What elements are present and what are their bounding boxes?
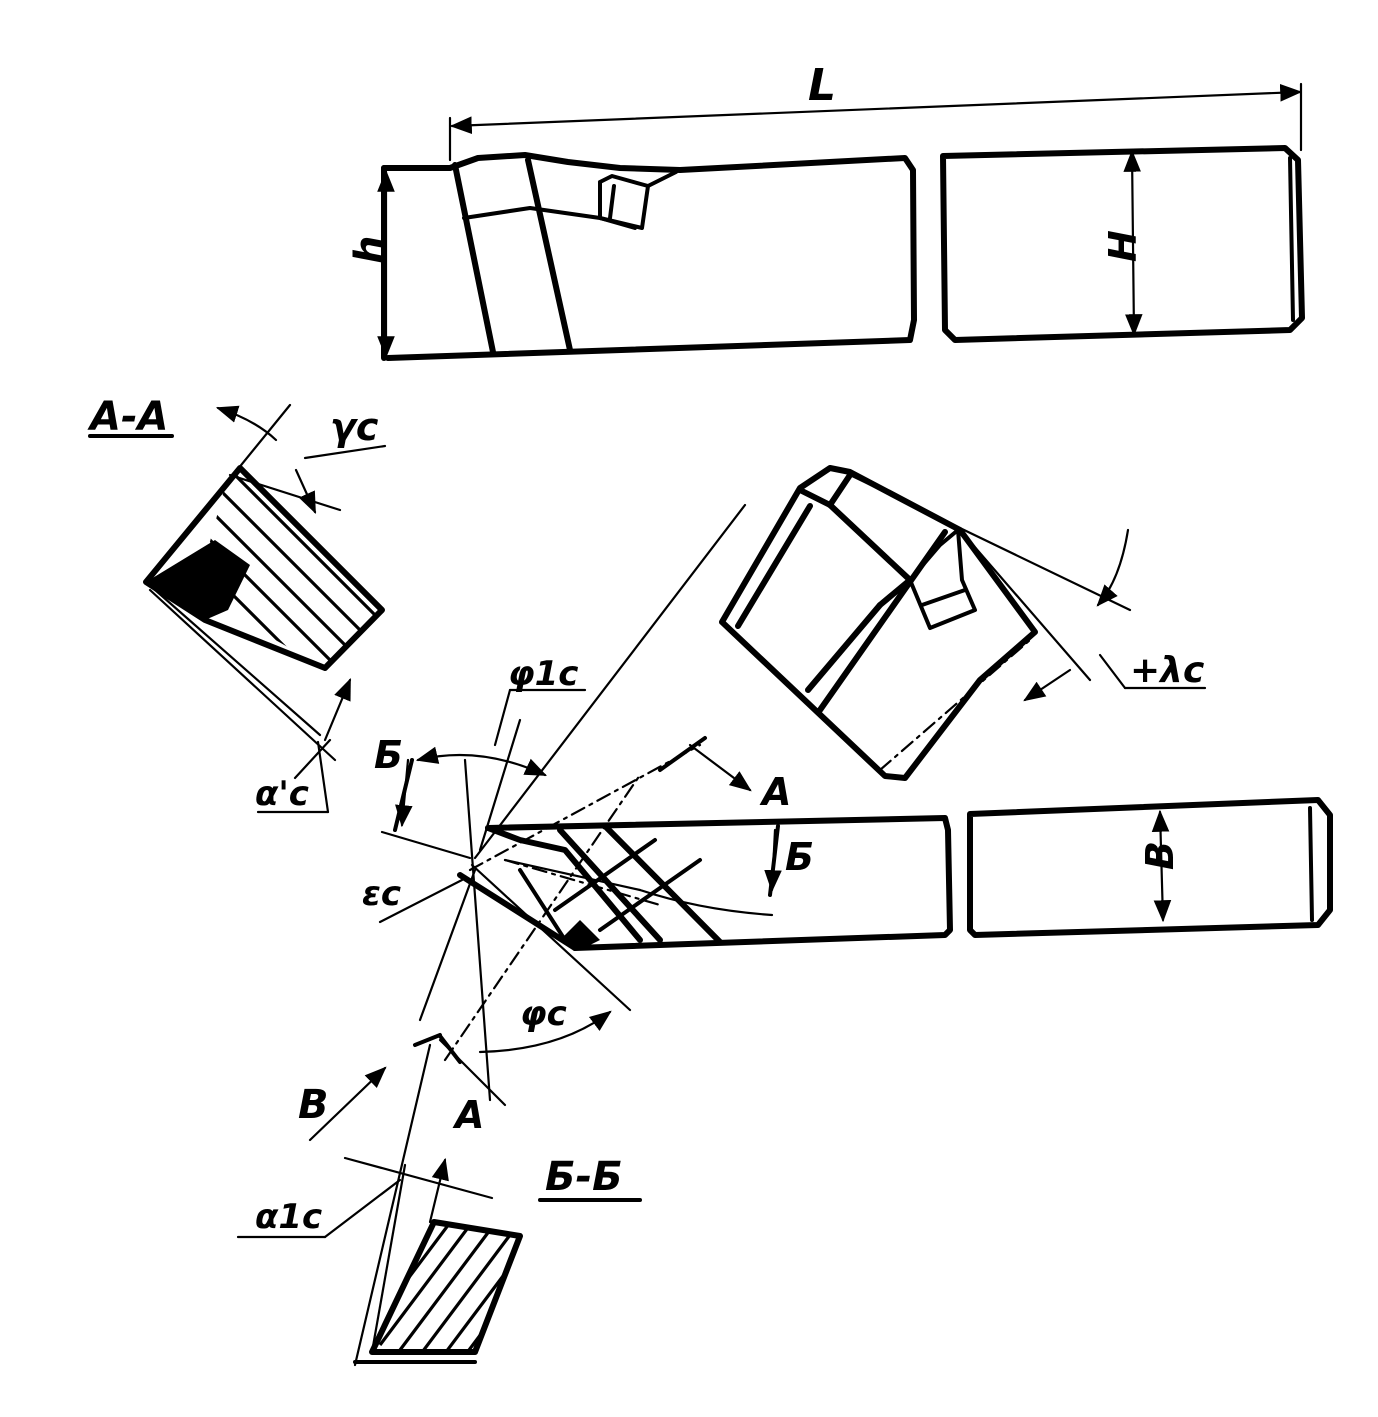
label-cut-b-left: Б <box>374 733 403 777</box>
label-L: L <box>808 60 836 111</box>
label-alpha-prime-c: α'c <box>255 774 309 814</box>
section-aa <box>88 403 387 814</box>
side-view <box>377 82 1305 361</box>
label-B: B <box>1138 841 1182 870</box>
label-section-a: A-A <box>87 394 169 440</box>
label-cut-a-top: A <box>759 770 791 814</box>
section-bb <box>236 1043 642 1367</box>
label-section-b: Б-Б <box>545 1154 623 1200</box>
label-gamma-c: γc <box>330 405 379 449</box>
label-view-b: B <box>298 1082 329 1128</box>
label-alpha1-c: α1c <box>255 1197 322 1237</box>
label-cut-b-right: Б <box>785 835 814 879</box>
label-lambda-c: +λc <box>1130 650 1204 691</box>
label-phi-c: φc <box>520 994 567 1034</box>
labels: L h H B A-A Б-Б γc α'c φ1c φc +λc εc α1c… <box>87 60 1204 1237</box>
label-h: h <box>347 236 393 264</box>
plan-view <box>308 465 1333 1142</box>
label-epsilon-c: εc <box>362 874 401 914</box>
label-phi1-c: φ1c <box>508 654 578 694</box>
label-H: H <box>1101 230 1145 262</box>
label-cut-a-bottom: A <box>452 1093 484 1137</box>
